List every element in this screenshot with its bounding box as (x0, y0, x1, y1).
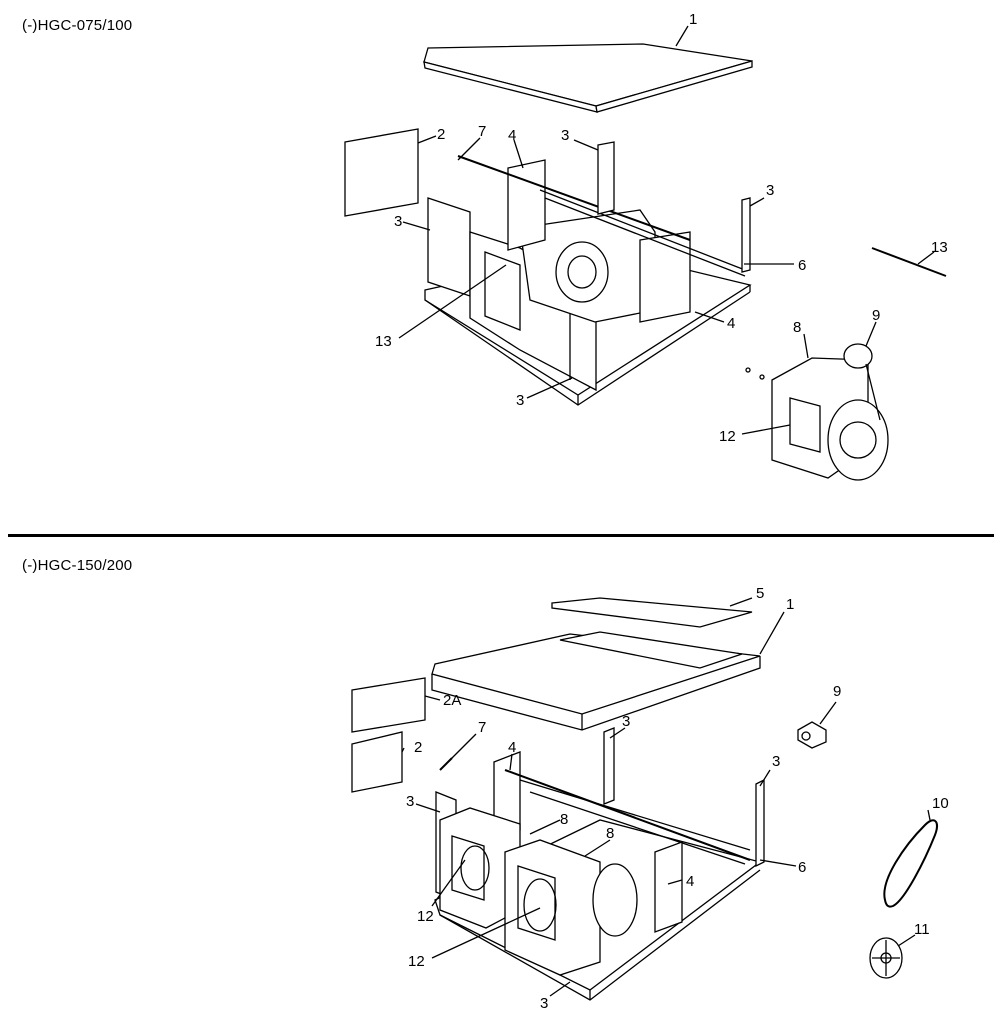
callout-bot-3a: 3 (622, 713, 630, 730)
callout-top-3c: 3 (394, 213, 402, 230)
part-blower-housing (519, 209, 656, 323)
top-callouts: 1 2 7 4 3 3 3 6 13 4 13 8 9 3 12 (375, 11, 948, 445)
callout-bot-9: 9 (833, 683, 841, 700)
part-rear-partition-left (507, 159, 546, 251)
callout-top-4b: 4 (727, 315, 735, 332)
bottom-callouts: 5 1 9 2A 7 3 2 4 3 3 10 8 8 6 4 12 12 11… (406, 585, 949, 1012)
callout-bot-3b: 3 (772, 753, 780, 770)
callout-bot-4b: 4 (686, 873, 694, 890)
callout-top-8: 8 (793, 319, 801, 336)
part-corner-post-b2 (603, 727, 615, 805)
callout-bot-12b: 12 (408, 953, 425, 970)
part-motor-bracket (797, 721, 827, 749)
model-label-top: (-)HGC-075/100 (22, 17, 133, 34)
part-belt (883, 819, 938, 908)
part-rail (457, 155, 691, 241)
bottom-leader-lines (401, 597, 931, 997)
callout-top-7: 7 (478, 123, 486, 140)
part-pulley (869, 937, 903, 979)
part-access-panel-2 (351, 731, 403, 793)
part-corner-post-b3 (755, 778, 765, 868)
callout-bot-3d: 3 (540, 995, 548, 1012)
callout-top-3d: 3 (516, 392, 524, 409)
part-blower-left (439, 807, 521, 929)
part-blower-right (504, 839, 638, 976)
part-blower-partition (469, 231, 597, 392)
callout-bot-7: 7 (478, 719, 486, 736)
part-screw (439, 757, 453, 771)
callout-top-13a: 13 (931, 239, 948, 256)
callout-top-1: 1 (689, 11, 697, 28)
callout-top-4a: 4 (508, 127, 516, 144)
part-blower-assembly (771, 343, 889, 481)
callout-bot-4a: 4 (508, 739, 516, 756)
part-corner-post-right (741, 197, 751, 273)
callout-bot-12a: 12 (417, 908, 434, 925)
part-corner-post-left (427, 197, 471, 297)
callout-top-12: 12 (719, 428, 736, 445)
callout-bot-3c: 3 (406, 793, 414, 810)
part-corner-post-rear (597, 141, 615, 215)
part-access-panel (344, 128, 419, 217)
callout-bot-11: 11 (914, 921, 930, 938)
top-leader-lines (398, 25, 935, 435)
bottom-assembly: 5 1 9 2A 7 3 2 4 3 3 10 8 8 6 4 12 12 11… (351, 585, 949, 1012)
callout-top-6: 6 (798, 257, 806, 274)
part-top-cover (431, 631, 761, 731)
callout-bot-10: 10 (932, 795, 949, 812)
part-rear-partition-b2 (654, 841, 683, 933)
part-top-panel (423, 43, 753, 113)
callout-bot-1: 1 (786, 596, 794, 613)
top-assembly: 1 2 7 4 3 3 3 6 13 4 13 8 9 3 12 (344, 11, 948, 481)
callout-bot-8b: 8 (606, 825, 614, 842)
callout-top-13b: 13 (375, 333, 392, 350)
callout-top-9: 9 (872, 307, 880, 324)
section-divider (8, 534, 994, 537)
callout-bot-6: 6 (798, 859, 806, 876)
callout-bot-2a: 2A (443, 692, 461, 709)
model-label-bottom: (-)HGC-150/200 (22, 557, 133, 574)
callout-bot-2: 2 (414, 739, 422, 756)
callout-bot-5: 5 (756, 585, 764, 602)
callout-top-2: 2 (437, 126, 445, 143)
part-rod (871, 247, 947, 277)
callout-bot-8a: 8 (560, 811, 568, 828)
callout-top-3b: 3 (766, 182, 774, 199)
part-access-panel-2a (351, 677, 426, 733)
part-filter-panel (551, 597, 753, 628)
callout-top-3a: 3 (561, 127, 569, 144)
